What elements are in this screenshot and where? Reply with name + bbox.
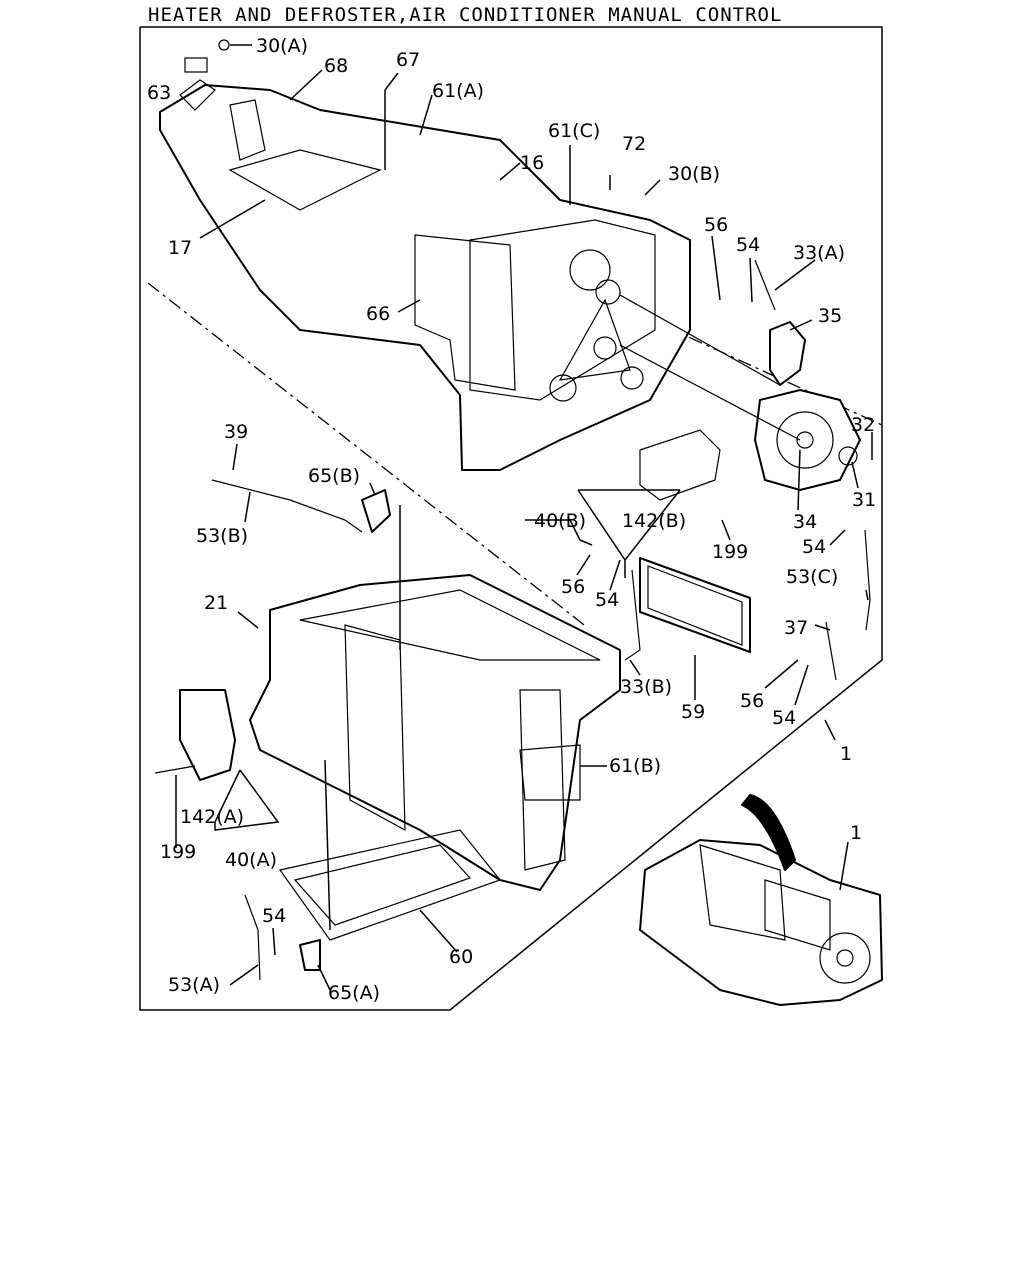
leader-lines	[175, 44, 873, 991]
lower-case-unit	[154, 574, 621, 941]
callout-72: 72	[622, 133, 646, 155]
inset-assembly	[639, 794, 883, 1006]
bracket-65b	[361, 489, 391, 533]
callout-53c: 53(C)	[786, 566, 838, 588]
callout-142a: 142(A)	[180, 806, 244, 828]
callout-53b: 53(B)	[196, 525, 248, 547]
callout-67: 67	[396, 49, 420, 71]
callout-54-mid: 54	[595, 589, 619, 611]
callout-40a: 40(A)	[225, 849, 277, 871]
callout-199-lower: 199	[160, 841, 196, 863]
callout-54-low: 54	[772, 707, 796, 729]
callout-33b: 33(B)	[620, 676, 672, 698]
callout-65b: 65(B)	[308, 465, 360, 487]
callout-17: 17	[168, 237, 192, 259]
callout-199-upper: 199	[712, 541, 748, 563]
callout-34: 34	[793, 511, 817, 533]
callout-61b: 61(B)	[609, 755, 661, 777]
rod-53c	[864, 529, 871, 631]
callout-56-low: 56	[740, 690, 764, 712]
upper-heater-unit	[159, 39, 861, 501]
section-line-upper	[147, 282, 589, 629]
callout-142b: 142(B)	[622, 510, 686, 532]
callout-21: 21	[204, 592, 228, 614]
callout-37: 37	[784, 617, 808, 639]
callout-59: 59	[681, 701, 705, 723]
callout-32: 32	[851, 414, 875, 436]
rod-37	[825, 621, 837, 681]
callout-33a: 33(A)	[793, 242, 845, 264]
callout-56-top: 56	[704, 214, 728, 236]
callout-16: 16	[520, 152, 544, 174]
callout-63: 63	[147, 82, 171, 104]
callout-61c: 61(C)	[548, 120, 600, 142]
callout-65a: 65(A)	[328, 982, 380, 1004]
callout-1-inset: 1	[850, 822, 862, 844]
page-title: HEATER AND DEFROSTER,AIR CONDITIONER MAN…	[148, 4, 783, 26]
callout-35: 35	[818, 305, 842, 327]
callout-31: 31	[852, 489, 876, 511]
diagram-frame	[139, 26, 883, 1011]
callout-30a: 30(A)	[256, 35, 308, 57]
callout-66: 66	[366, 303, 390, 325]
rod-33b	[624, 569, 641, 661]
callout-54-right: 54	[802, 536, 826, 558]
callout-53a: 53(A)	[168, 974, 220, 996]
callout-60: 60	[449, 946, 473, 968]
filter-59	[639, 557, 751, 653]
callout-54-top: 54	[736, 234, 760, 256]
rod-53b	[211, 479, 363, 533]
callout-40b: 40(B)	[534, 510, 586, 532]
rod-53a	[244, 894, 261, 981]
callout-68: 68	[324, 55, 348, 77]
callout-56-mid: 56	[561, 576, 585, 598]
callout-54-bottom: 54	[262, 905, 286, 927]
bracket-65a	[299, 939, 321, 971]
callout-39: 39	[224, 421, 248, 443]
callout-30b: 30(B)	[668, 163, 720, 185]
callout-61a: 61(A)	[432, 80, 484, 102]
callout-1-main: 1	[840, 743, 852, 765]
